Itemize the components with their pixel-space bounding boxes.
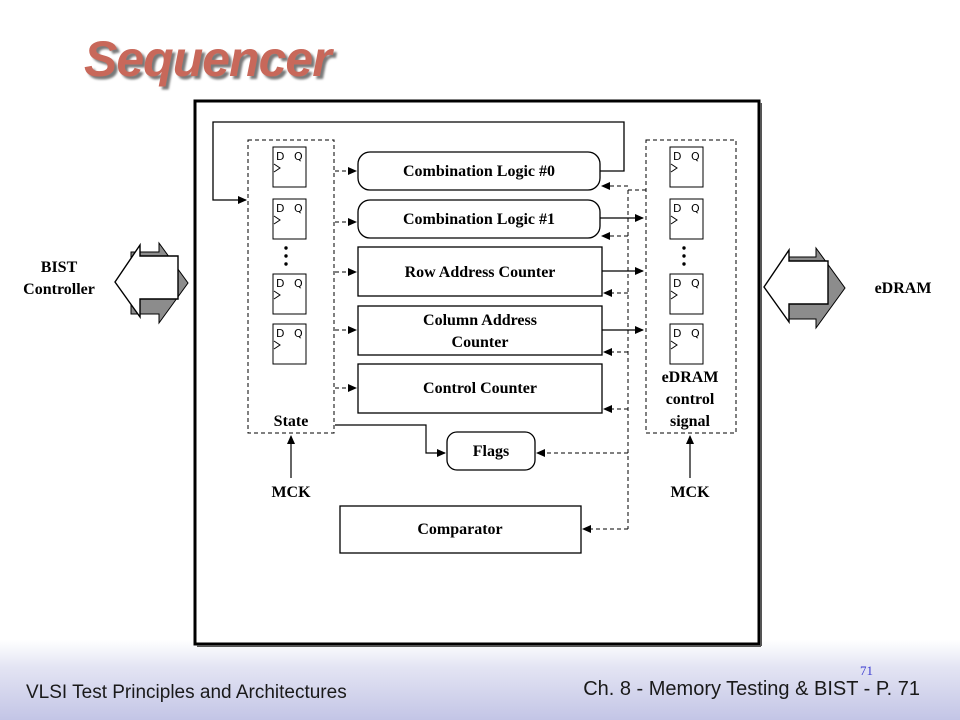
- ff-d-label: D: [276, 277, 284, 290]
- ff-q-label: Q: [294, 277, 303, 290]
- state-register-group: [247, 139, 335, 434]
- row-address-counter-block: [357, 246, 603, 297]
- edram-interface-arrow-icon: [763, 246, 846, 330]
- comparator-block: [339, 505, 582, 554]
- flags-block: [446, 431, 536, 471]
- row-address-counter-label: Row Address Counter: [405, 264, 556, 281]
- ff-q-label: Q: [691, 277, 700, 290]
- edram-control-label-line2: control: [666, 391, 715, 408]
- ellipsis-dots: [284, 246, 288, 266]
- control-counter-label: Control Counter: [423, 380, 537, 397]
- flip-flop: D Q: [669, 273, 704, 315]
- ff-d-label: D: [673, 150, 681, 163]
- control-counter-block: [357, 363, 603, 414]
- column-address-counter-label-line1: Column Address: [423, 312, 537, 329]
- flip-flop: D Q: [272, 146, 307, 188]
- ff-d-label: D: [276, 202, 284, 215]
- mck-left-label: MCK: [271, 484, 311, 501]
- column-address-counter-label-line2: Counter: [452, 334, 509, 351]
- ff-q-label: Q: [691, 150, 700, 163]
- footer-band: [0, 640, 960, 720]
- comparator-label: Comparator: [417, 521, 502, 538]
- flip-flop: D Q: [669, 323, 704, 365]
- ff-d-label: D: [673, 327, 681, 340]
- footer-course-title: VLSI Test Principles and Architectures: [26, 682, 347, 703]
- combination-logic-1-label: Combination Logic #1: [403, 211, 555, 228]
- ff-q-label: Q: [294, 327, 303, 340]
- page-number-small: 71: [860, 663, 873, 678]
- ff-d-label: D: [673, 277, 681, 290]
- flip-flop: D Q: [669, 146, 704, 188]
- mck-right-label: MCK: [670, 484, 710, 501]
- ff-q-label: Q: [691, 202, 700, 215]
- slide-title: Sequencer: [84, 31, 332, 87]
- flip-flop: D Q: [669, 198, 704, 240]
- flip-flop: D Q: [272, 323, 307, 365]
- bist-controller-label-line2: Controller: [23, 281, 95, 298]
- bist-interface-arrow-icon: [114, 241, 189, 325]
- ff-q-label: Q: [691, 327, 700, 340]
- ff-d-label: D: [673, 202, 681, 215]
- edram-control-label-line1: eDRAM: [662, 369, 719, 386]
- ff-q-label: Q: [294, 202, 303, 215]
- edram-label: eDRAM: [875, 280, 932, 297]
- bist-controller-label-line1: BIST: [41, 259, 78, 276]
- state-label: State: [274, 413, 309, 430]
- ff-q-label: Q: [294, 150, 303, 163]
- ellipsis-dots: [682, 246, 686, 266]
- combination-logic-0-block: [357, 151, 601, 191]
- combination-logic-1-block: [357, 199, 601, 239]
- ff-d-label: D: [276, 150, 284, 163]
- flip-flop: D Q: [272, 273, 307, 315]
- edram-control-register-group: [645, 139, 737, 434]
- edram-control-label-line3: signal: [670, 413, 711, 430]
- flags-label: Flags: [473, 443, 509, 460]
- combination-logic-0-label: Combination Logic #0: [403, 163, 555, 180]
- footer-chapter-page: Ch. 8 - Memory Testing & BIST - P. 71: [583, 678, 920, 700]
- ff-d-label: D: [276, 327, 284, 340]
- flip-flop: D Q: [272, 198, 307, 240]
